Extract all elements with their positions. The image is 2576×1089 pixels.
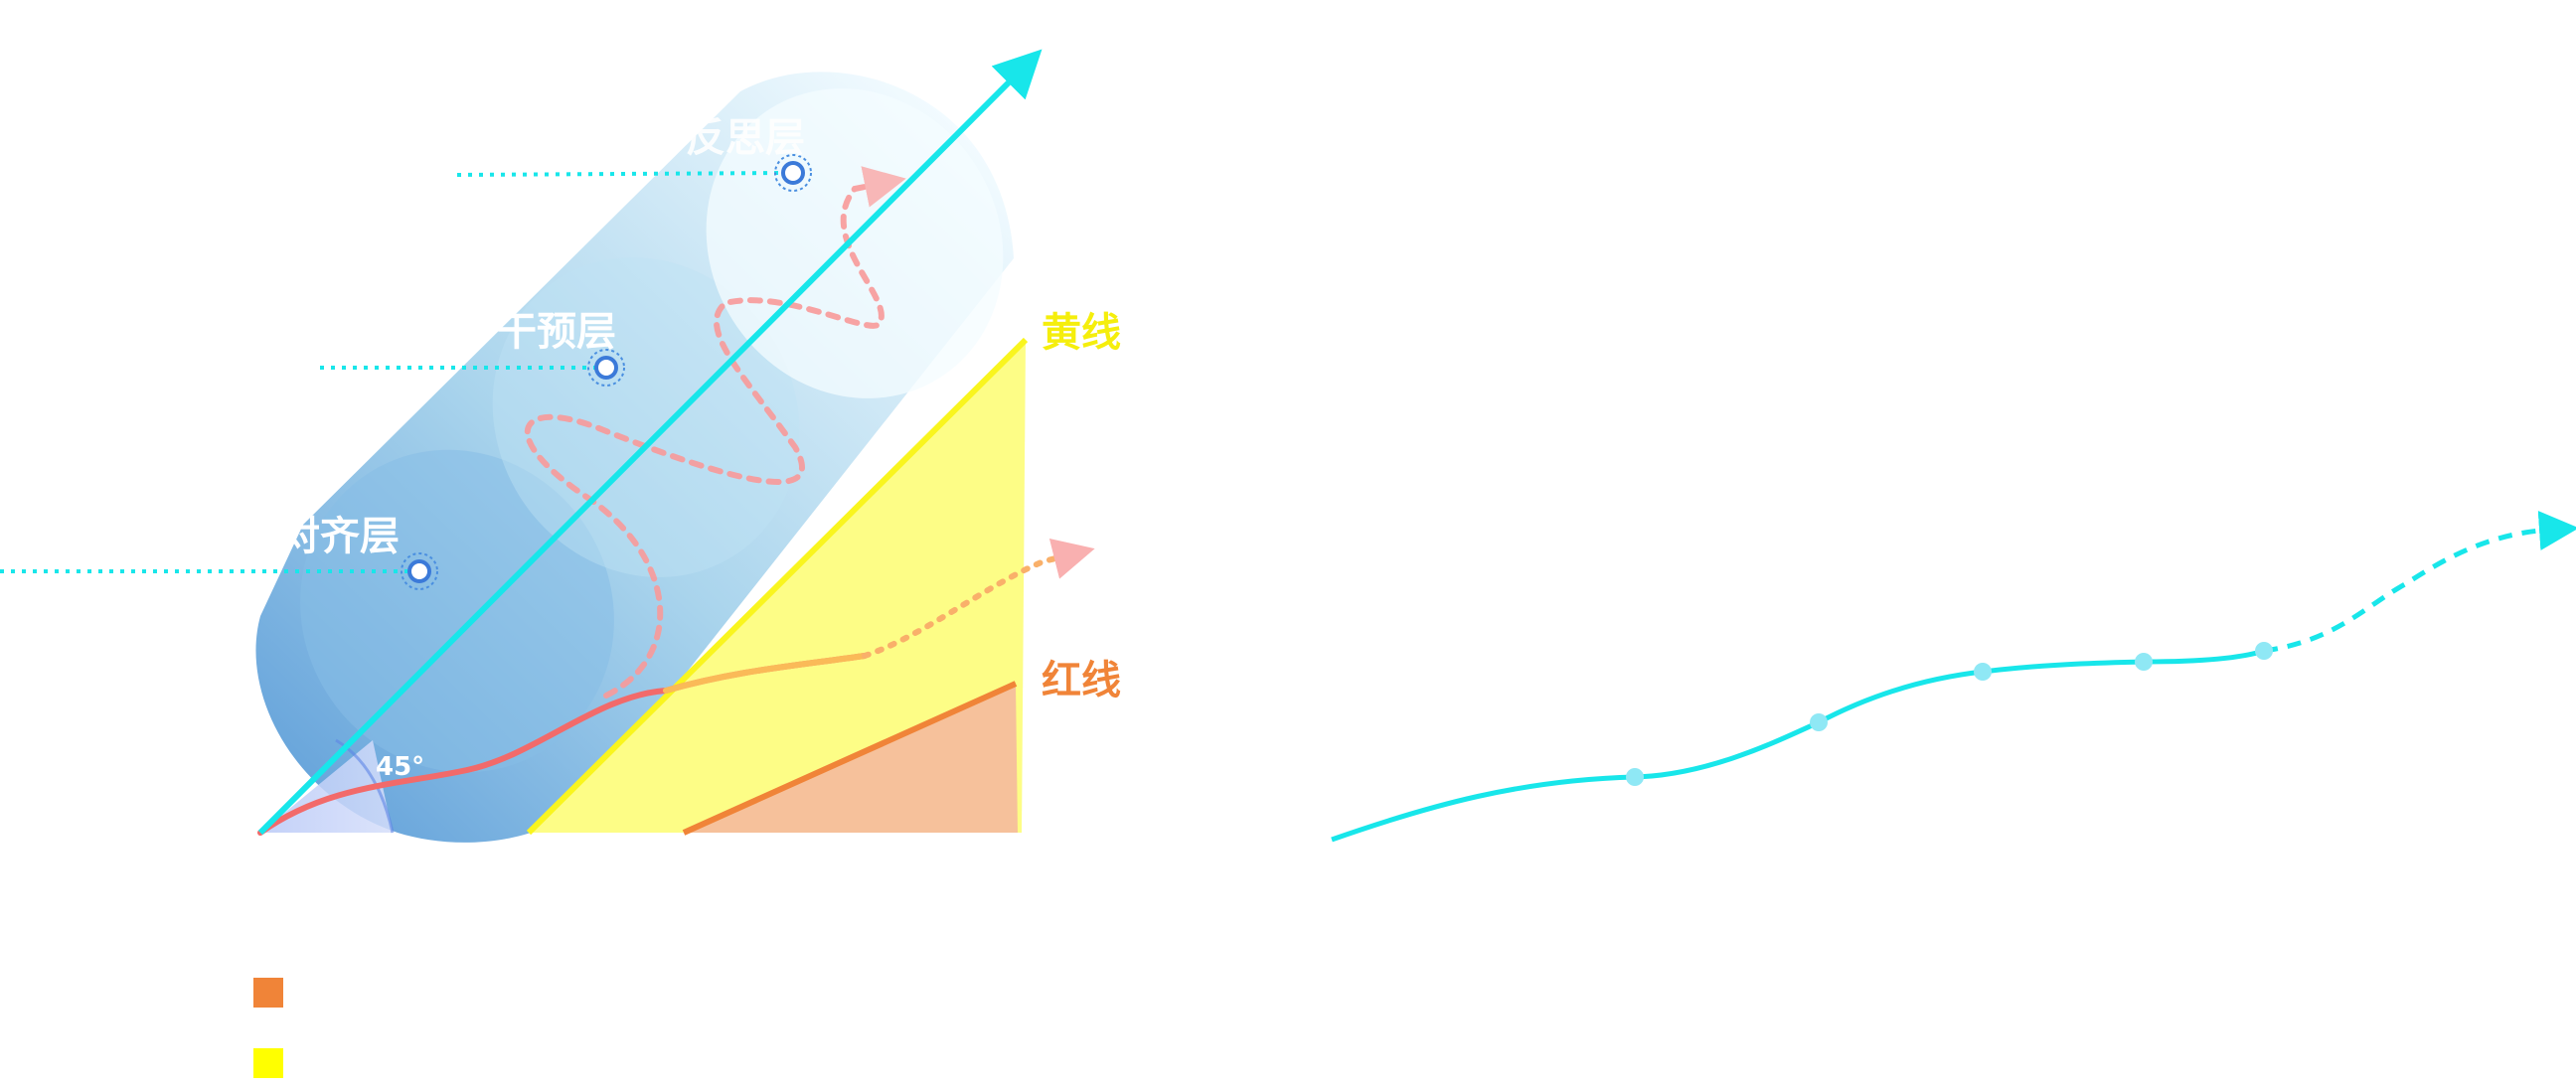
angle-wedge (260, 740, 393, 833)
legend-swatch-orange (253, 978, 283, 1008)
trajectory-curve-dotted (862, 538, 1095, 659)
progress-curve-solid (1331, 648, 2265, 843)
progress-point-1 (1626, 768, 1644, 786)
red-line-label: 红线 (1042, 658, 1121, 703)
main-axis-arrow (257, 49, 1043, 836)
progress-curve-dashed (2263, 511, 2576, 654)
layer-node-top (774, 154, 812, 192)
progress-point-5 (2255, 642, 2273, 660)
progress-point-4 (2135, 653, 2153, 671)
leader-line-top (456, 171, 786, 177)
layer-node-middle (587, 349, 625, 387)
red-line (682, 681, 1018, 836)
trajectory-curve-yellow (663, 653, 868, 694)
spiral-path (524, 166, 906, 699)
cylinder-disk-bottom (300, 449, 614, 773)
angle-label: 45° (376, 752, 424, 782)
yellow-line-label: 黄线 (1042, 310, 1121, 356)
cylinder-disk-middle (492, 257, 800, 577)
layer-label-middle: 干预层 (497, 309, 616, 355)
progress-point-3 (1974, 663, 1992, 681)
layer-label-top: 反思层 (686, 115, 805, 161)
yellow-line (526, 337, 1029, 836)
legend-swatch-yellow (253, 1048, 283, 1078)
layer-label-bottom: 对齐层 (280, 514, 400, 559)
layer-node-bottom (401, 552, 438, 590)
progress-point-2 (1810, 713, 1828, 731)
